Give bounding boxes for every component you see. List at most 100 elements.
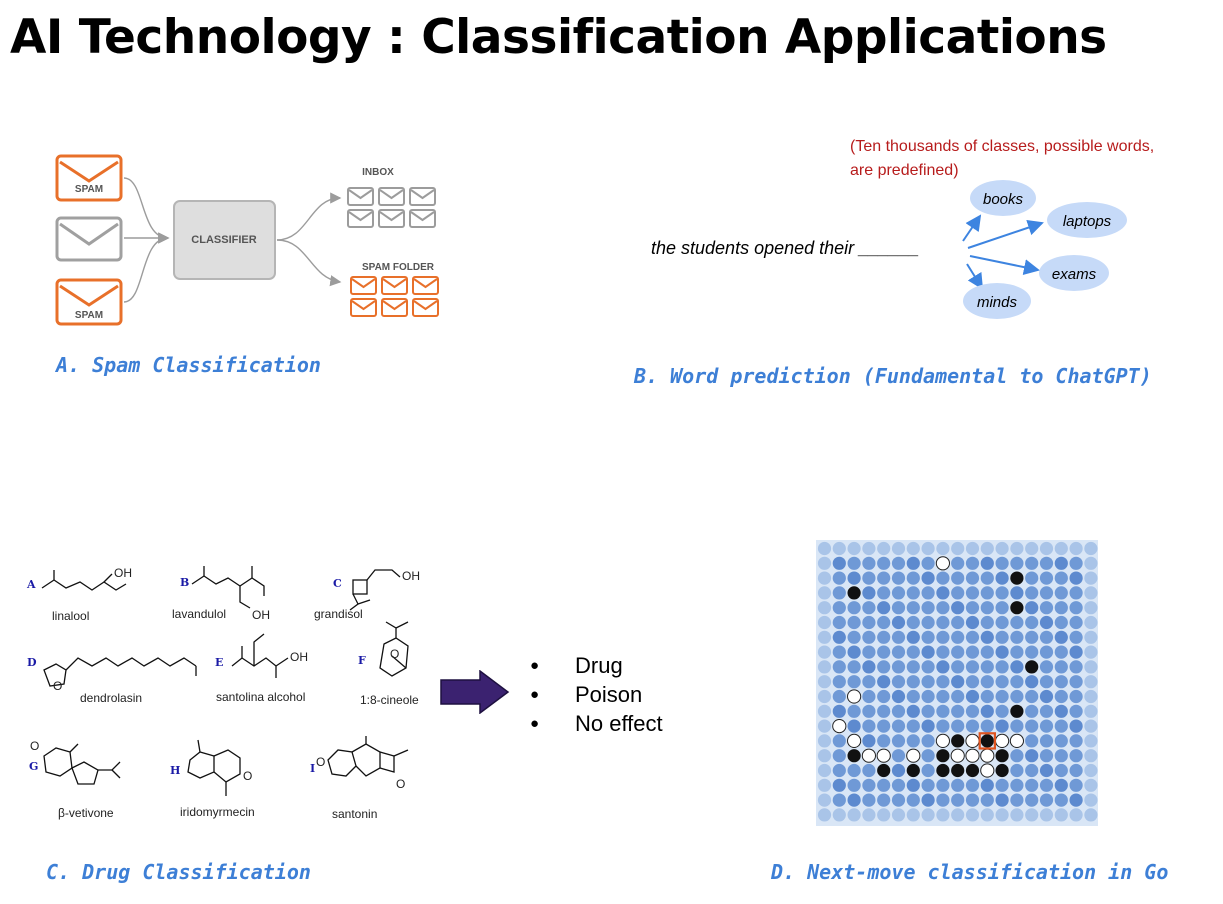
go-point [817,689,832,704]
go-point [832,763,846,778]
go-point [891,675,906,689]
go-point [891,734,906,748]
go-point [817,645,832,659]
go-point [877,615,891,630]
go-point [877,808,891,822]
go-stone-black [936,749,950,763]
go-stone-white [876,748,891,763]
go-point [832,675,846,689]
go-point [980,793,994,807]
go-stone-white [950,748,965,763]
go-point [1025,586,1039,600]
go-point [817,601,832,615]
go-point [817,541,832,556]
go-point [995,645,1009,659]
go-stone-black [847,586,861,600]
go-point [936,571,950,585]
molecule-label: dendrolasin [80,691,142,705]
go-point [1054,734,1068,748]
molecule-label: 1:8-cineole [360,693,419,707]
svg-text:B: B [180,576,189,589]
go-stone-black [951,734,965,748]
go-point [1039,734,1054,748]
go-point [906,556,920,570]
go-stone-black [951,763,965,778]
svg-text:OH: OH [252,608,270,622]
svg-text:D: D [27,656,37,669]
molecule-label: linalool [52,609,89,623]
go-point [951,571,965,585]
go-point [921,541,935,556]
go-point [877,541,891,556]
go-point [1010,719,1024,733]
go-point [921,763,935,778]
go-point [832,630,846,644]
go-point [921,630,935,644]
go-stone-white [935,733,951,748]
go-point [965,630,980,644]
go-point [1084,615,1098,630]
go-point [862,808,876,822]
go-point [1025,615,1039,630]
go-point [1069,763,1083,778]
go-point [951,645,965,659]
go-point [1025,630,1039,644]
page-title: AI Technology : Classification Applicati… [10,10,1107,65]
go-point [862,675,876,689]
go-stone-white [1009,733,1024,748]
go-stone-white [965,748,980,763]
molecule-label: lavandulol [172,607,226,621]
go-point [906,689,920,704]
go-point [1039,793,1054,807]
go-point [817,808,832,822]
go-point [1054,571,1068,585]
svg-text:O: O [30,739,39,753]
go-point [862,719,876,733]
go-point [1069,675,1083,689]
go-point [832,808,846,822]
go-point [906,571,920,585]
go-point [1010,675,1024,689]
mail-icon [350,276,377,295]
go-stone-black [1010,704,1024,718]
go-point [1039,704,1054,718]
go-point [965,719,980,733]
mail-icon [350,298,377,317]
go-point [936,778,950,792]
go-point [1069,571,1083,585]
go-point [817,749,832,763]
go-stone-black [995,749,1009,763]
svg-text:O: O [316,755,325,769]
molecule-dendrolasin: D O dendrolasin [27,656,197,705]
mail-icon [409,187,436,206]
go-point [980,630,994,644]
go-point [891,660,906,674]
go-point [862,734,876,748]
go-point [1069,719,1083,733]
go-stone-white [980,763,995,778]
go-point [862,601,876,615]
molecule-grid: A OH linalool B OH lavandulol C OH grand… [26,566,420,821]
svg-text:O: O [396,777,405,791]
go-point [847,675,861,689]
go-point [817,704,832,718]
go-point [906,615,920,630]
svg-text:C: C [333,577,342,590]
molecule-santolina-alcohol: E OH santolina alcohol [215,633,308,704]
go-point [980,586,994,600]
molecule-label: iridomyrmecin [180,805,255,819]
go-stone-black [936,763,950,778]
go-point [1069,541,1083,556]
go-point [980,778,994,792]
go-point [1010,763,1024,778]
go-point [1039,586,1054,600]
go-point [1054,556,1068,570]
spam-folder-label: SPAM FOLDER [362,262,435,273]
go-point [1025,793,1039,807]
go-point [832,660,846,674]
go-point [1084,571,1098,585]
go-point [817,793,832,807]
go-point [1069,793,1083,807]
go-point [951,704,965,718]
molecule-label: grandisol [314,607,363,621]
